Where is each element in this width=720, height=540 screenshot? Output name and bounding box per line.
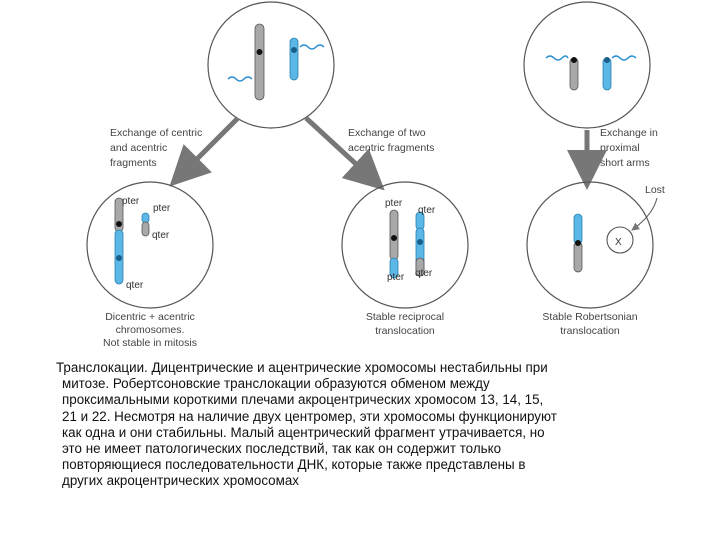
translocation-diagram: Exchange of centric and acentric fragmen… — [86, 1, 665, 349]
caption-line-1: Транслокации. Дицентрические и ацентриче… — [56, 360, 548, 375]
label-lost: Lost — [645, 184, 665, 196]
arrow-left — [169, 116, 240, 187]
top-circle-right — [523, 1, 651, 129]
label-exchange-centric-1: Exchange of centric — [110, 127, 202, 139]
bottom-circle-left — [86, 181, 214, 309]
chromosome-gray-top-left — [227, 23, 265, 101]
label-qter-acentric: qter — [152, 230, 170, 241]
arrow-middle — [304, 116, 385, 191]
caption-line-3: проксимальными короткими плечами акроцен… — [62, 392, 544, 408]
result-robertsonian-1: Stable Robertsonian — [542, 311, 637, 323]
chromosome-gray-top-right — [545, 55, 579, 91]
result-reciprocal-2: translocation — [375, 325, 435, 337]
caption-line-5: как одна и они стабильны. Малый ацентрич… — [62, 424, 545, 440]
caption-line-8: других акроцентрических хромосомах — [62, 473, 299, 489]
label-exchange-prox-1: Exchange in — [600, 127, 658, 139]
caption-line-7: повторяющиеся последовательности ДНК, ко… — [62, 457, 526, 473]
chromosome-blue-top-right — [602, 55, 637, 91]
lost-fragment: X — [606, 226, 634, 254]
caption-line-4: 21 и 22. Несмотря на наличие двух центро… — [62, 408, 557, 424]
label-exchange-centric-2: and acentric — [110, 142, 167, 154]
result-dicentric-2: chromosomes. — [116, 324, 185, 336]
reciprocal-chromosome-2 — [415, 211, 425, 277]
result-reciprocal-1: Stable reciprocal — [366, 311, 444, 323]
caption-line-6: это не имеет патологических последствий,… — [62, 441, 502, 457]
label-pter-reciprocal-2: pter — [387, 272, 405, 283]
caption: Транслокации. Дицентрические и ацентриче… — [56, 360, 686, 490]
dicentric-chromosome — [114, 197, 124, 285]
label-qter-reciprocal-1: qter — [418, 205, 436, 216]
result-dicentric-1: Dicentric + acentric — [105, 311, 195, 323]
bottom-circle-middle — [341, 181, 469, 309]
reciprocal-chromosome-1 — [389, 209, 399, 279]
label-qter-left: qter — [126, 280, 144, 291]
lost-pointer — [631, 197, 658, 231]
label-exchange-prox-2: proximal — [600, 142, 640, 154]
top-circle-left — [207, 1, 335, 129]
label-exchange-two-1: Exchange of two — [348, 127, 426, 139]
result-dicentric-3: Not stable in mitosis — [103, 337, 197, 349]
label-exchange-prox-3: short arms — [600, 157, 650, 169]
acentric-fragment — [141, 212, 150, 237]
result-robertsonian-2: translocation — [560, 325, 620, 337]
label-pter-left: pter — [122, 196, 140, 207]
label-pter-acentric: pter — [153, 203, 171, 214]
label-exchange-centric-3: fragments — [110, 157, 157, 169]
lost-x-mark: X — [615, 237, 622, 248]
robertsonian-chromosome — [573, 213, 583, 273]
label-qter-reciprocal-2: qter — [415, 268, 433, 279]
chromosome-blue-top-left — [289, 37, 325, 81]
caption-line-2: митозе. Робертсоновские транслокации обр… — [62, 376, 490, 392]
bottom-circle-right — [526, 181, 654, 309]
label-exchange-two-2: acentric fragments — [348, 142, 434, 154]
label-pter-reciprocal-1: pter — [385, 198, 403, 209]
